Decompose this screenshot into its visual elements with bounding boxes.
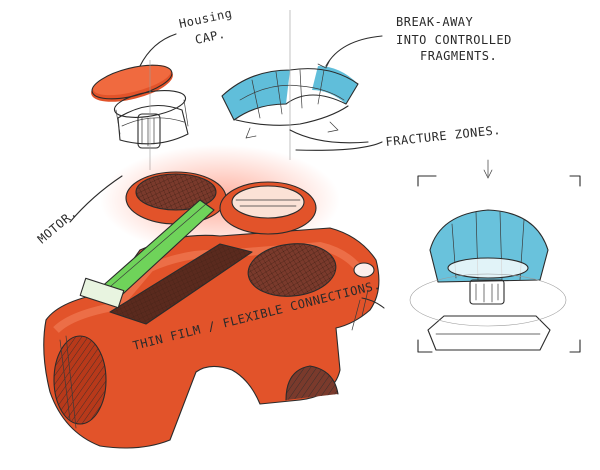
break-away-fragments xyxy=(221,10,359,160)
housing-body xyxy=(43,145,380,449)
label-motor: MOTOR. xyxy=(35,206,80,247)
thin-film-strip xyxy=(79,199,215,309)
label-break-away-line1: BREAK-AWAY xyxy=(396,15,474,29)
label-housing-cap-line1: Housing xyxy=(178,6,234,31)
ring-mount-left xyxy=(125,171,227,225)
ring-mount-right xyxy=(219,181,317,235)
label-fracture-zones: FRACTURE ZONES. xyxy=(385,123,502,149)
assembled-unit-sketch xyxy=(409,175,581,353)
label-break-away-line3: FRAGMENTS. xyxy=(420,49,497,63)
label-housing-cap: Housing CAP. xyxy=(178,6,234,47)
label-break-away-line2: INTO CONTROLLED xyxy=(396,33,512,47)
label-break-away: BREAK-AWAY INTO CONTROLLED FRAGMENTS. xyxy=(396,15,512,63)
housing-cap-part xyxy=(91,64,173,102)
motor-assembly xyxy=(113,60,189,170)
leader-lines xyxy=(69,33,493,309)
label-housing-cap-line2: CAP. xyxy=(194,27,227,47)
